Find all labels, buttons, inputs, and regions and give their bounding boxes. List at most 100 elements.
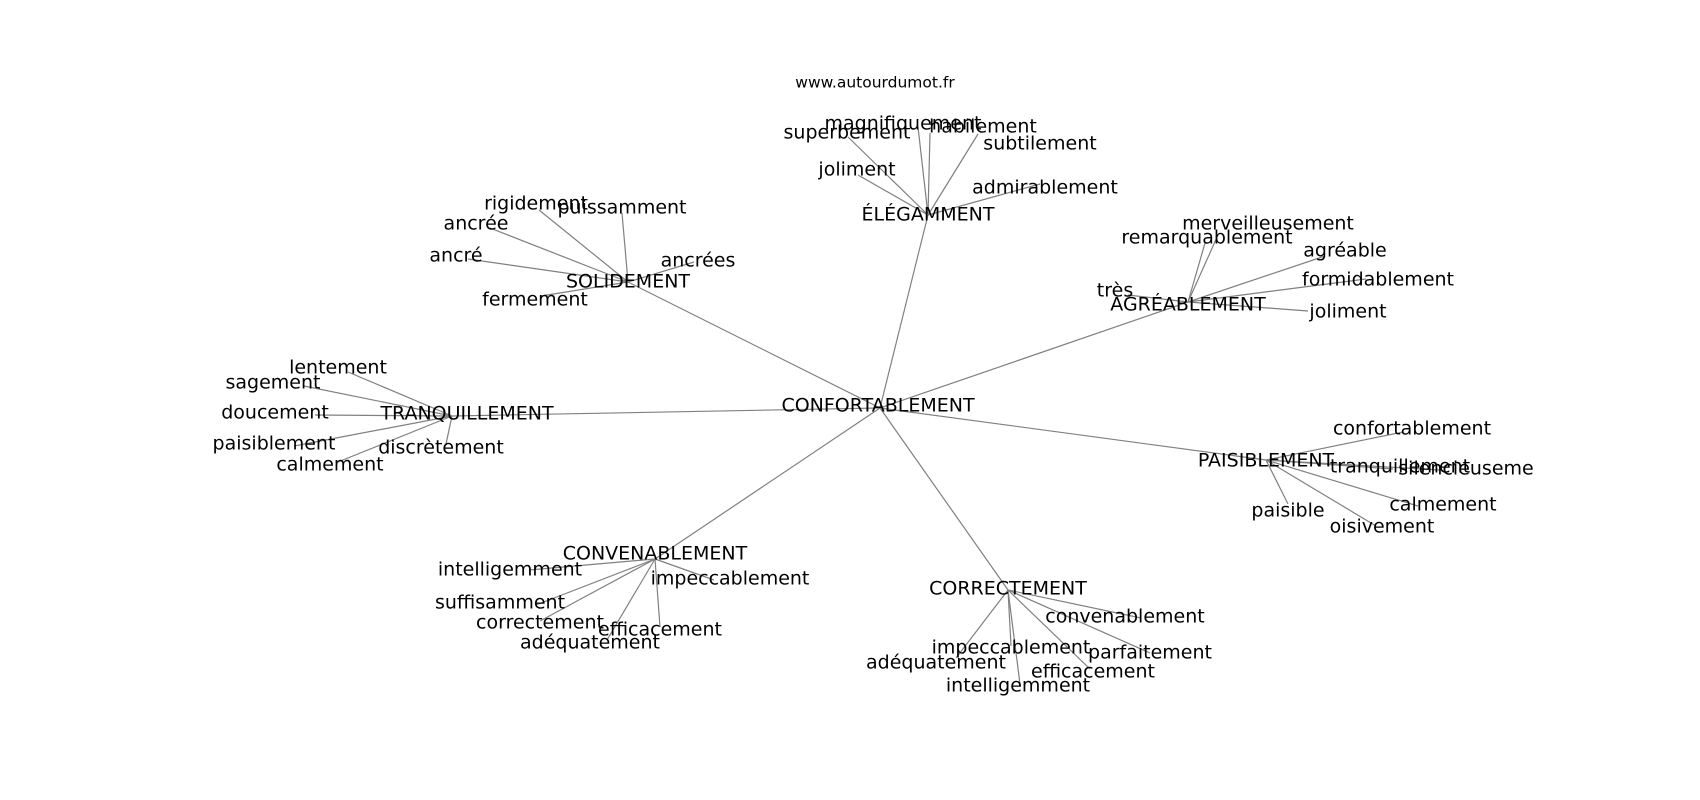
word-node: intelligemment xyxy=(438,559,582,581)
edge-hub-to-word xyxy=(303,385,453,417)
word-node: ancré xyxy=(429,245,482,267)
word-node: suffisamment xyxy=(435,592,565,614)
edge-hub-to-word xyxy=(917,126,929,216)
word-node: efficacement xyxy=(598,619,722,641)
edge-center-to-hub xyxy=(627,281,881,409)
word-node: lentement xyxy=(289,357,387,379)
edge-hub-to-word xyxy=(654,558,661,628)
hub-node: PAISIBLEMENT xyxy=(1198,450,1335,472)
word-node: discrètement xyxy=(378,437,504,459)
word-node: convenablement xyxy=(1045,606,1204,628)
edge-hub-to-word xyxy=(528,558,656,571)
word-node: merveilleusement xyxy=(1182,213,1354,235)
edge-hub-to-word xyxy=(1265,459,1419,507)
edge-hub-to-word xyxy=(1265,459,1377,527)
edge-center-to-hub xyxy=(451,407,881,417)
hub-node: CONVENABLEMENT xyxy=(563,543,748,565)
edges xyxy=(293,126,1441,685)
edge-hub-to-word xyxy=(540,281,629,297)
edge-hub-to-word xyxy=(314,414,453,417)
word-node: sagement xyxy=(226,372,321,394)
word-node: très xyxy=(1097,280,1133,302)
edge-hub-to-word xyxy=(621,212,629,283)
edge-hub-to-word xyxy=(857,174,929,216)
edge-hub-to-word xyxy=(1187,234,1219,303)
edge-hub-to-word xyxy=(627,261,695,283)
word-node: puissamment xyxy=(557,197,686,219)
word-node: rigidement xyxy=(484,193,588,215)
word-node: impeccablement xyxy=(651,568,810,590)
word-node: agréable xyxy=(1303,240,1386,262)
word-node: joliment xyxy=(817,159,895,181)
edge-hub-to-word xyxy=(927,132,931,216)
word-node: tranquillement xyxy=(1330,456,1470,478)
edge-hub-to-word xyxy=(1265,431,1404,461)
edge-hub-to-word xyxy=(347,371,453,417)
hub-node: AGRÉABLEMENT xyxy=(1110,293,1266,316)
word-node: doucement xyxy=(221,402,329,424)
edge-hub-to-word xyxy=(489,227,629,283)
edge-hub-to-word xyxy=(927,183,1041,216)
word-node: magnifiquement xyxy=(825,113,982,135)
word-node: efficacement xyxy=(1031,661,1155,683)
word-node: adéquatement xyxy=(866,652,1006,674)
edge-hub-to-word xyxy=(1265,459,1289,505)
edge-hub-to-word xyxy=(1007,589,1012,647)
edge-hub-to-word xyxy=(445,415,453,445)
word-node: joliment xyxy=(1308,301,1386,323)
word-node: oisivement xyxy=(1330,516,1435,538)
edge-hub-to-word xyxy=(337,415,453,463)
word-node: paisible xyxy=(1251,500,1324,522)
word-node: fermement xyxy=(482,289,588,311)
word-node: parfaitement xyxy=(1088,642,1212,664)
edge-center-to-hub xyxy=(879,407,1009,591)
edge-center-to-hub xyxy=(879,301,1189,409)
edge-hub-to-word xyxy=(1187,255,1326,303)
edge-hub-to-word xyxy=(293,415,453,447)
hub-node: CORRECTEMENT xyxy=(929,578,1087,600)
edge-hub-to-word xyxy=(1007,589,1151,654)
hub-node: SOLIDEMENT xyxy=(566,271,690,293)
edge-hub-to-word xyxy=(1187,278,1367,303)
center-node: CONFORTABLEMENT xyxy=(781,395,975,417)
edge-hub-to-word xyxy=(1187,242,1206,303)
word-node: subtilement xyxy=(983,133,1096,155)
edge-hub-to-word xyxy=(1265,459,1441,471)
edge-hub-to-word xyxy=(1127,294,1189,303)
edge-hub-to-word xyxy=(654,558,715,581)
word-node: calmement xyxy=(276,454,383,476)
source-url: www.autourdumot.fr xyxy=(795,74,955,92)
edge-hub-to-word xyxy=(1007,589,1142,619)
nodes: ÉLÉGAMMENT superbementmagnifiquementhabil… xyxy=(213,113,1534,697)
edge-hub-to-word xyxy=(1007,589,1091,670)
word-node: intelligemment xyxy=(946,675,1090,697)
word-node: formidablement xyxy=(1302,269,1454,291)
word-node: habilement xyxy=(929,116,1037,138)
edge-hub-to-word xyxy=(847,136,929,216)
edge-hub-to-word xyxy=(955,589,1009,659)
word-node: confortablement xyxy=(1333,418,1491,440)
word-node: correctement xyxy=(476,612,604,634)
hub-node: TRANQUILLEMENT xyxy=(379,403,554,425)
word-node: silencieuseme xyxy=(1398,458,1533,480)
edge-hub-to-word xyxy=(538,209,629,283)
word-node: admirablement xyxy=(972,177,1118,199)
edge-hub-to-word xyxy=(467,258,629,283)
edge-hub-to-word xyxy=(539,558,656,622)
word-node: remarquablement xyxy=(1121,227,1292,249)
edge-hub-to-word xyxy=(606,558,656,641)
edge-center-to-hub xyxy=(654,407,881,560)
edge-hub-to-word xyxy=(1187,301,1309,312)
edge-hub-to-word xyxy=(535,558,656,606)
word-node: impeccablement xyxy=(932,637,1091,659)
edge-hub-to-word xyxy=(1007,589,1021,685)
word-node: ancrées xyxy=(661,250,736,272)
word-node: ancrée xyxy=(444,213,509,235)
word-node: calmement xyxy=(1389,494,1496,516)
hub-node: ÉLÉGAMMENT xyxy=(862,203,995,226)
word-node: paisiblement xyxy=(213,433,336,455)
edge-center-to-hub xyxy=(879,214,929,409)
edge-center-to-hub xyxy=(879,407,1267,461)
word-node: superbement xyxy=(784,122,911,144)
